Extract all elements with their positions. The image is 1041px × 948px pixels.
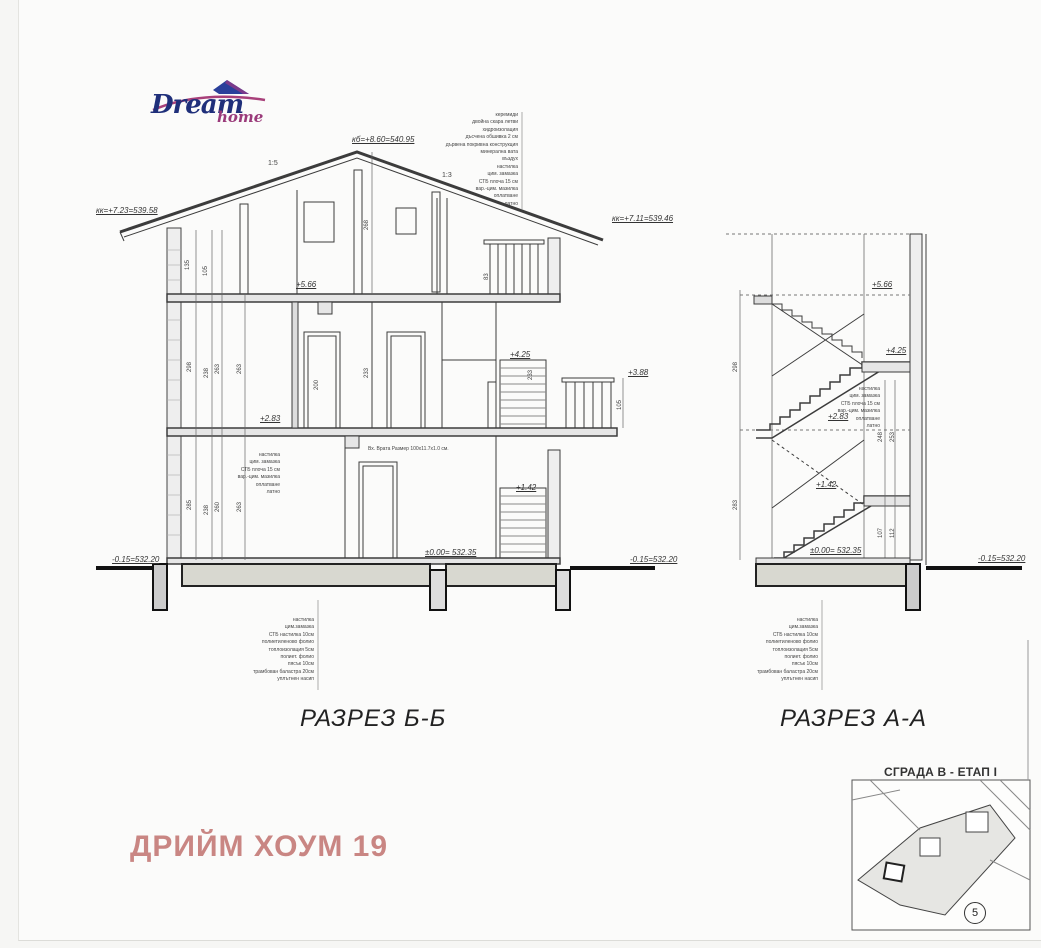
dim-wall-3: 83: [484, 273, 490, 280]
aa-dim-d1: 248: [878, 431, 884, 442]
dim-balcony-rail: 105: [617, 399, 623, 410]
level-terrain-right: -0.15=532.20: [630, 555, 678, 564]
logo-word-home: home: [217, 108, 264, 126]
dim-door-2: 200: [314, 379, 320, 390]
aa-level-landing: +4.25: [886, 346, 907, 355]
sheet-number-badge: 5: [964, 902, 986, 924]
dim-stair-2: 233: [528, 369, 534, 380]
aa-level-ground: ±0.00= 532.35: [810, 546, 862, 555]
dim-storey-1a: 285: [187, 499, 193, 510]
level-ground: ±0.00= 532.35: [425, 548, 477, 557]
site-plan-title: СГРАДА В - ЕТАП I: [884, 765, 998, 779]
section-aa-title: РАЗРЕЗ А-А: [780, 705, 927, 732]
roof-slope-left: 1:5: [268, 160, 278, 167]
house-roof-icon: [152, 80, 266, 112]
level-first-floor: +2.83: [260, 414, 281, 423]
level-ridge: кб=+8.60=540.95: [352, 135, 415, 144]
section-aa-lines: [726, 233, 1022, 611]
aa-level-terrain-right: -0.15=532.20: [978, 554, 1026, 563]
roof-bb: [119, 150, 604, 246]
aa-level-first-floor: +2.83: [828, 412, 849, 421]
level-landing: +4.25: [510, 350, 531, 359]
dim-storey-1b: 238: [204, 504, 210, 515]
aa-dim-d2: 253: [890, 431, 896, 442]
logo-word-dream: Dream: [151, 90, 244, 120]
aa-level-mid-landing: +1.42: [816, 480, 837, 489]
aa-dim-lower: 283: [733, 499, 739, 510]
site-plan-drawing: [851, 640, 1031, 931]
dim-storey-2d: 263: [237, 363, 243, 374]
aa-dim-d4: 112: [890, 528, 896, 538]
roof-slope-right: 1:3: [442, 172, 452, 179]
dim-storey-1c: 260: [215, 501, 221, 512]
dim-wall-1: 135: [185, 259, 191, 270]
section-bb-title: РАЗРЕЗ Б-Б: [300, 705, 447, 732]
level-attic-floor: +5.66: [296, 280, 317, 289]
level-eave-left: кк=+7.23=539.58: [96, 206, 158, 215]
dim-storey-2b: 238: [204, 367, 210, 378]
door-note: Вх. Врата Размер 100x11.7x1.0 см.: [368, 446, 449, 452]
dim-attic-height: 268: [364, 219, 370, 230]
aa-dim-d3: 107: [878, 527, 884, 538]
aa-dim-upper: 298: [733, 361, 739, 372]
level-terrain-left: -0.15=532.20: [112, 555, 160, 564]
dim-wall-2: 105: [203, 265, 209, 276]
level-eave-right: кк=+7.11=539.46: [612, 214, 674, 223]
watermark-text: ДРИЙМ ХОУМ 19: [130, 830, 389, 863]
dim-ceiling-2: 233: [364, 367, 370, 378]
aa-level-attic-floor: +5.66: [872, 280, 893, 289]
dim-storey-2c: 263: [215, 363, 221, 374]
level-balcony: +3.88: [628, 368, 649, 377]
dim-storey-2a: 298: [187, 361, 193, 372]
level-mid-landing: +1.42: [516, 483, 537, 492]
dream-home-logo: Dream home: [145, 78, 275, 134]
dim-storey-1d: 263: [237, 501, 243, 512]
foundation-bb: [96, 563, 655, 611]
